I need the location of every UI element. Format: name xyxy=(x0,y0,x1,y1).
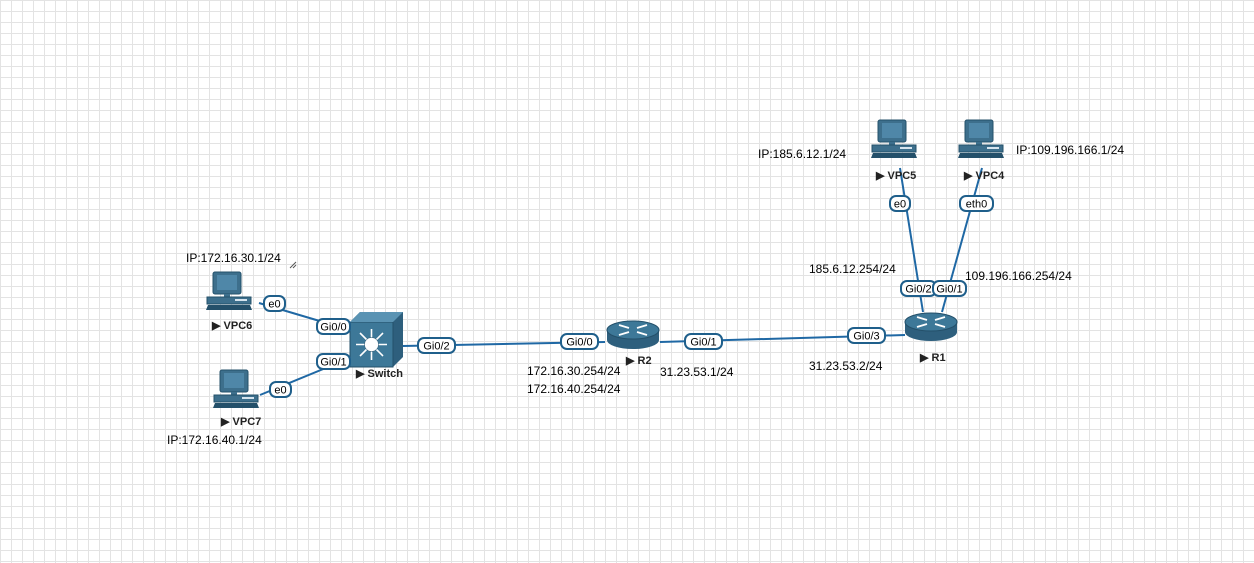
r1-gi02-ip-note: 185.6.12.254/24 xyxy=(809,262,896,276)
svg-text:▶ VPC6: ▶ VPC6 xyxy=(211,320,252,332)
svg-text:Gi0/1: Gi0/1 xyxy=(320,357,346,369)
vpc6-label: VPC6 xyxy=(224,320,253,332)
svg-text:Gi0/0: Gi0/0 xyxy=(566,337,592,349)
svg-text:▶ VPC7: ▶ VPC7 xyxy=(220,416,261,428)
svg-text:Gi0/2: Gi0/2 xyxy=(423,341,449,353)
vpc7-node[interactable]: ▶ VPC7 xyxy=(212,369,261,428)
svg-text:▶ R2: ▶ R2 xyxy=(625,355,652,367)
pc-icon xyxy=(205,271,253,311)
svg-text:Gi0/1: Gi0/1 xyxy=(690,337,716,349)
svg-text:Gi0/3: Gi0/3 xyxy=(853,331,879,343)
port-vpc4-eth0[interactable]: eth0 xyxy=(959,195,994,212)
svg-text:▶ VPC4: ▶ VPC4 xyxy=(963,170,1005,182)
svg-text:Gi0/1: Gi0/1 xyxy=(936,284,962,296)
svg-text:e0: e0 xyxy=(894,199,906,211)
svg-text:e0: e0 xyxy=(268,299,280,311)
r1-gi01-ip-note: 109.196.166.254/24 xyxy=(965,269,1072,283)
svg-text:▶ VPC5: ▶ VPC5 xyxy=(875,170,916,182)
vpc6-ip-note: IP:172.16.30.1/24 xyxy=(186,251,281,265)
switch-label: Switch xyxy=(368,368,404,380)
r2-lan1-note: 172.16.30.254/24 xyxy=(527,364,621,378)
r1-node[interactable]: ▶ R1 xyxy=(904,312,958,364)
vpc7-ip-note: IP:172.16.40.1/24 xyxy=(167,433,262,447)
layer3-switch-icon xyxy=(349,312,403,368)
port-switch-gi02[interactable]: Gi0/2 xyxy=(417,337,456,354)
router-icon xyxy=(904,312,958,342)
port-r2-gi00[interactable]: Gi0/0 xyxy=(560,333,599,350)
vpc4-label: VPC4 xyxy=(976,170,1006,182)
r2-label: R2 xyxy=(638,355,652,367)
vpc4-node[interactable]: ▶ VPC4 xyxy=(957,119,1005,182)
svg-text:▶ Switch: ▶ Switch xyxy=(355,368,403,380)
port-vpc5-e0[interactable]: e0 xyxy=(889,195,911,212)
port-vpc7-e0[interactable]: e0 xyxy=(269,381,292,398)
port-r1-gi02[interactable]: Gi0/2 xyxy=(900,280,937,297)
port-r1-gi03[interactable]: Gi0/3 xyxy=(847,327,886,344)
port-switch-gi01[interactable]: Gi0/1 xyxy=(316,353,351,370)
switch-node[interactable]: ▶ Switch xyxy=(349,312,403,380)
pc-icon xyxy=(212,369,260,409)
svg-text:▶ R1: ▶ R1 xyxy=(919,352,946,364)
port-vpc6-e0[interactable]: e0 xyxy=(263,295,286,312)
resize-handle-icon[interactable] xyxy=(289,261,297,269)
pc-icon xyxy=(870,119,918,159)
port-r1-gi01[interactable]: Gi0/1 xyxy=(932,280,967,297)
svg-text:Gi0/2: Gi0/2 xyxy=(905,284,931,296)
vpc7-label: VPC7 xyxy=(233,416,262,428)
vpc5-node[interactable]: ▶ VPC5 xyxy=(870,119,918,182)
svg-text:eth0: eth0 xyxy=(966,199,987,211)
r1-wan-note: 31.23.53.2/24 xyxy=(809,359,883,373)
r2-wan-note: 31.23.53.1/24 xyxy=(660,365,734,379)
r2-node[interactable]: ▶ R2 xyxy=(606,320,660,367)
r2-lan2-note: 172.16.40.254/24 xyxy=(527,382,621,396)
svg-text:Gi0/0: Gi0/0 xyxy=(320,322,346,334)
pc-icon xyxy=(957,119,1005,159)
vpc5-ip-note: IP:185.6.12.1/24 xyxy=(758,147,846,161)
vpc5-label: VPC5 xyxy=(888,170,917,182)
port-r2-gi01[interactable]: Gi0/1 xyxy=(684,333,723,350)
port-switch-gi00[interactable]: Gi0/0 xyxy=(316,318,351,335)
svg-text:e0: e0 xyxy=(274,385,286,397)
vpc4-ip-note: IP:109.196.166.1/24 xyxy=(1016,143,1124,157)
router-icon xyxy=(606,320,660,350)
r1-label: R1 xyxy=(932,352,946,364)
vpc6-node[interactable]: ▶ VPC6 xyxy=(205,271,253,332)
